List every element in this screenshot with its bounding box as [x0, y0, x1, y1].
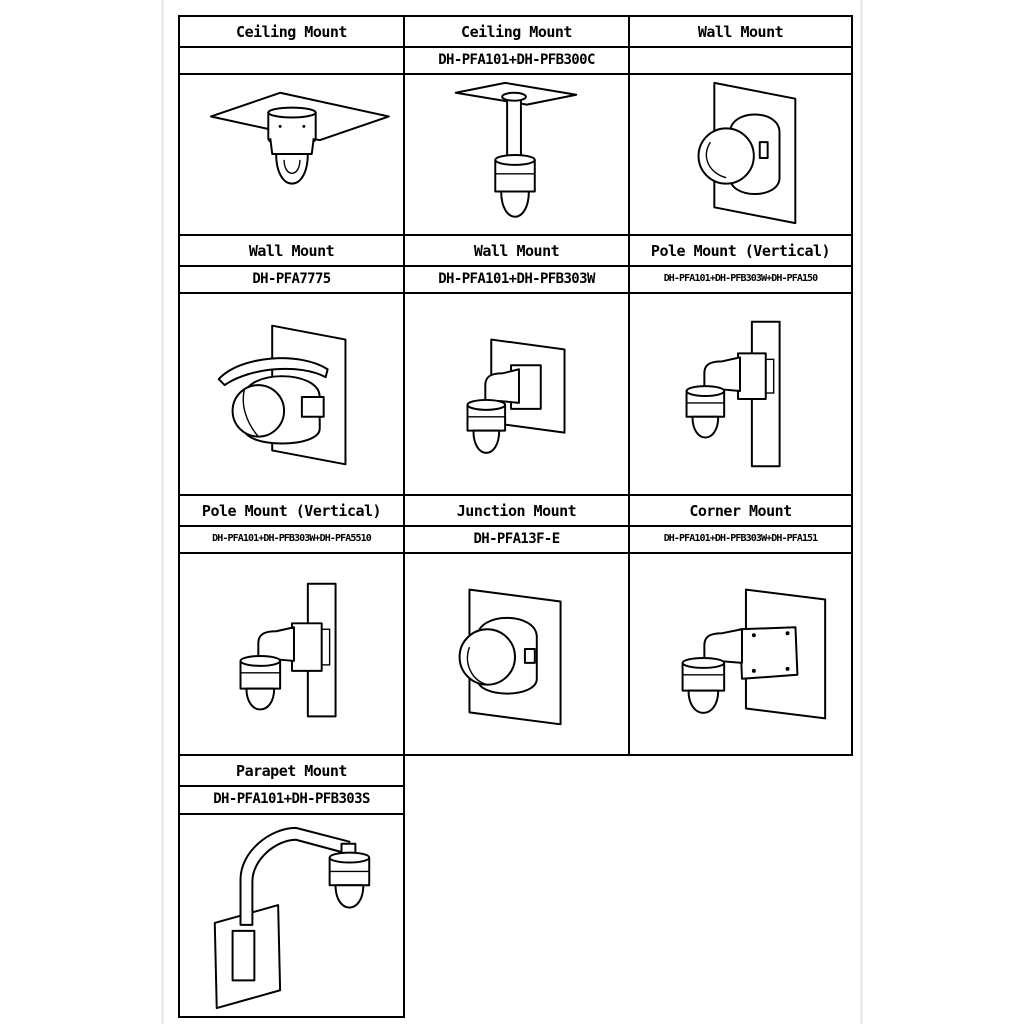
pole-mount-icon	[630, 294, 851, 494]
mount-model: DH-PFA13F-E	[405, 525, 628, 554]
mount-model: DH-PFA101+DH-PFB300C	[405, 46, 628, 75]
mount-model: DH-PFA101+DH-PFB303W	[405, 265, 628, 294]
mount-title: Corner Mount	[630, 496, 851, 527]
mount-title: Parapet Mount	[180, 756, 403, 787]
mount-model	[180, 46, 403, 75]
ceiling-mount-icon	[180, 75, 403, 234]
mount-cell-wall-rain-shade: Wall Mount DH-PFA7775	[178, 234, 405, 496]
mount-title: Wall Mount	[405, 236, 628, 267]
mount-cell-junction: Junction Mount DH-PFA13F-E	[403, 494, 630, 756]
mount-cell-ceiling: Ceiling Mount	[178, 15, 405, 236]
mount-title: Pole Mount (Vertical)	[180, 496, 403, 527]
mount-title: Ceiling Mount	[180, 17, 403, 48]
mount-title: Ceiling Mount	[405, 17, 628, 48]
mount-model: DH-PFA101+DH-PFB303W+DH-PFA150	[630, 265, 851, 294]
parapet-mount-icon	[180, 814, 403, 1016]
mount-title: Pole Mount (Vertical)	[630, 236, 851, 267]
wall-mount-rain-shade-icon	[180, 294, 403, 494]
mount-cell-pole-large: Pole Mount (Vertical) DH-PFA101+DH-PFB30…	[178, 494, 405, 756]
mount-model: DH-PFA7775	[180, 265, 403, 294]
mount-model	[630, 46, 851, 75]
wall-mount-icon	[630, 75, 851, 234]
mount-title: Wall Mount	[180, 236, 403, 267]
mount-cell-ceiling-pendant: Ceiling Mount DH-PFA101+DH-PFB300C	[403, 15, 630, 236]
mount-cell-pole: Pole Mount (Vertical) DH-PFA101+DH-PFB30…	[628, 234, 853, 496]
mount-title: Wall Mount	[630, 17, 851, 48]
pole-mount-large-icon	[180, 554, 403, 754]
mount-title: Junction Mount	[405, 496, 628, 527]
pendant-ceiling-mount-icon	[405, 75, 628, 234]
mount-model: DH-PFA101+DH-PFB303W+DH-PFA5510	[180, 525, 403, 554]
page-edge-right	[860, 0, 863, 1024]
mount-model: DH-PFA101+DH-PFB303S	[180, 785, 403, 815]
corner-mount-icon	[630, 554, 851, 754]
mount-cell-corner: Corner Mount DH-PFA101+DH-PFB303W+DH-PFA…	[628, 494, 853, 756]
wall-bracket-mount-icon	[405, 294, 628, 494]
mount-cell-wall: Wall Mount	[628, 15, 853, 236]
mount-model: DH-PFA101+DH-PFB303W+DH-PFA151	[630, 525, 851, 554]
mount-cell-parapet: Parapet Mount DH-PFA101+DH-PFB303S	[178, 754, 405, 1018]
junction-mount-icon	[405, 554, 628, 754]
page-edge-left	[161, 0, 164, 1024]
mount-cell-wall-bracket: Wall Mount DH-PFA101+DH-PFB303W	[403, 234, 630, 496]
